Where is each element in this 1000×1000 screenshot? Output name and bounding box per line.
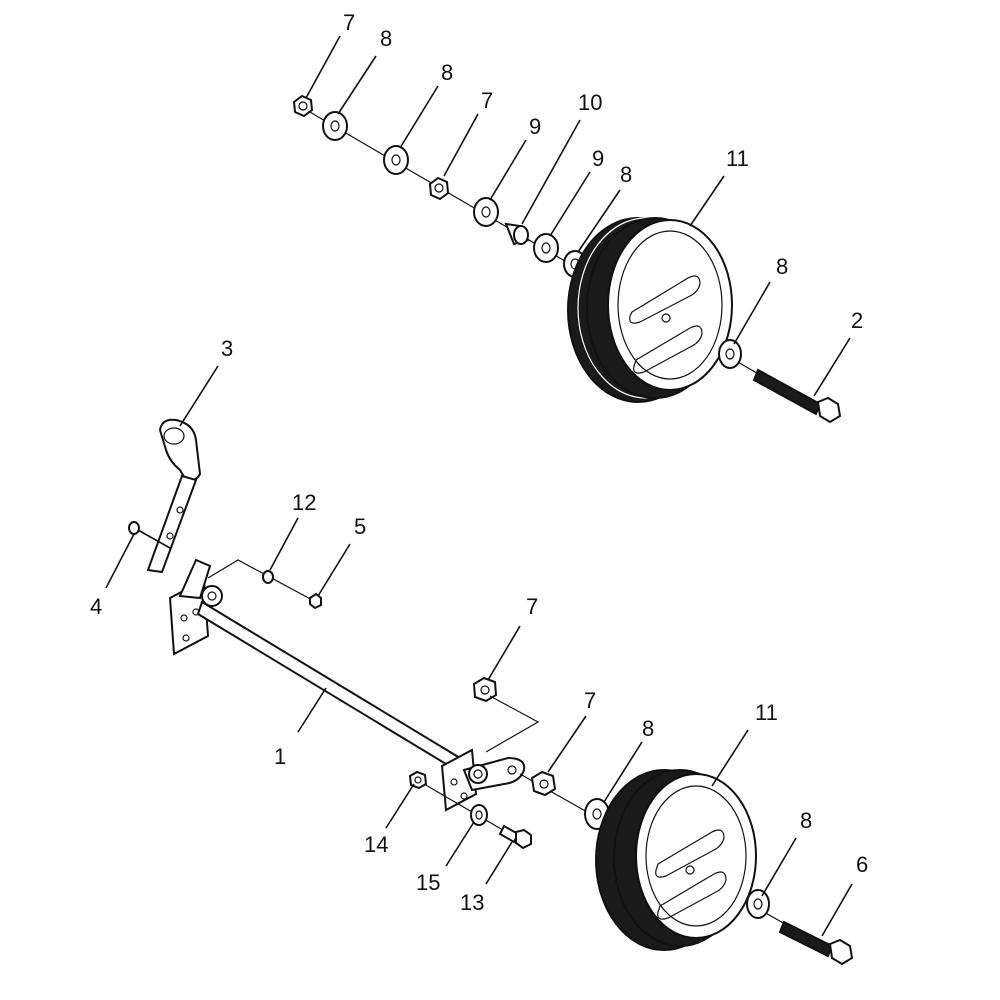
callout-15-bracket-washer: 15 [416, 870, 440, 895]
lever-nut [309, 592, 322, 610]
callout-8-lower-washer-2: 8 [800, 808, 812, 833]
callout-10-bushing: 10 [578, 90, 602, 115]
upper-spacer-washer-1 [473, 197, 499, 227]
lower-nut-1 [472, 676, 498, 703]
upper-spacer-washer-2 [533, 233, 559, 263]
lower-nut-2 [530, 770, 557, 797]
callout-9-upper-spacer-1: 9 [529, 114, 541, 139]
upper-nut-1 [292, 94, 314, 118]
axle-rod [196, 600, 462, 772]
upper-washer-4 [718, 339, 742, 369]
upper-nut-2 [428, 176, 450, 201]
bracket-bolt [498, 824, 532, 850]
leader-lines [105, 35, 853, 937]
upper-bushing [504, 222, 530, 246]
nut-to-bracket-line [485, 695, 540, 753]
callout-7-lower-nut-1: 7 [526, 594, 538, 619]
right-axle-bracket [440, 748, 526, 812]
callout-6-lower-bolt: 6 [856, 852, 868, 877]
callout-9-upper-spacer-2: 9 [592, 146, 604, 171]
callout-1-axle: 1 [274, 744, 286, 769]
upper-axle-bolt [752, 368, 842, 424]
callout-3-lever: 3 [221, 336, 233, 361]
callout-8-upper-washer-3: 8 [620, 162, 632, 187]
callout-11-upper-wheel: 11 [726, 146, 749, 171]
upper-wheel-assembly [292, 94, 842, 424]
lower-axle-bolt [778, 920, 854, 966]
lower-washer-2 [746, 889, 770, 919]
bracket-washer [470, 804, 488, 826]
callout-14-bracket-nut: 14 [364, 832, 388, 857]
lever-pin [128, 521, 171, 549]
height-adjust-lever [146, 418, 202, 574]
lever-to-ring-line [207, 559, 317, 603]
callout-numbers: 7 8 8 7 9 10 9 8 11 8 2 3 12 5 4 7 1 7 8… [90, 10, 868, 915]
upper-wheel [567, 217, 733, 403]
callout-8-upper-washer-4: 8 [776, 254, 788, 279]
callout-8-upper-washer-1: 8 [380, 26, 392, 51]
lower-wheel [595, 769, 757, 951]
retaining-ring [262, 570, 274, 584]
callout-7-lower-nut-2: 7 [584, 688, 596, 713]
callout-11-lower-wheel: 11 [755, 700, 778, 725]
callout-12-ring: 12 [292, 490, 316, 515]
callout-8-upper-washer-2: 8 [441, 60, 453, 85]
callout-2-upper-bolt: 2 [851, 308, 863, 333]
axle-assembly [128, 418, 854, 966]
upper-washer-2 [383, 145, 409, 175]
callout-4-pin: 4 [90, 594, 102, 619]
callout-5-lever-nut: 5 [354, 514, 366, 539]
callout-13-bracket-bolt: 13 [460, 890, 484, 915]
callout-7-upper-nut-2: 7 [481, 88, 493, 113]
upper-washer-1 [322, 111, 348, 141]
callout-8-lower-washer-1: 8 [642, 716, 654, 741]
left-axle-bracket [168, 558, 223, 656]
callout-7-upper-nut-1: 7 [343, 10, 355, 35]
